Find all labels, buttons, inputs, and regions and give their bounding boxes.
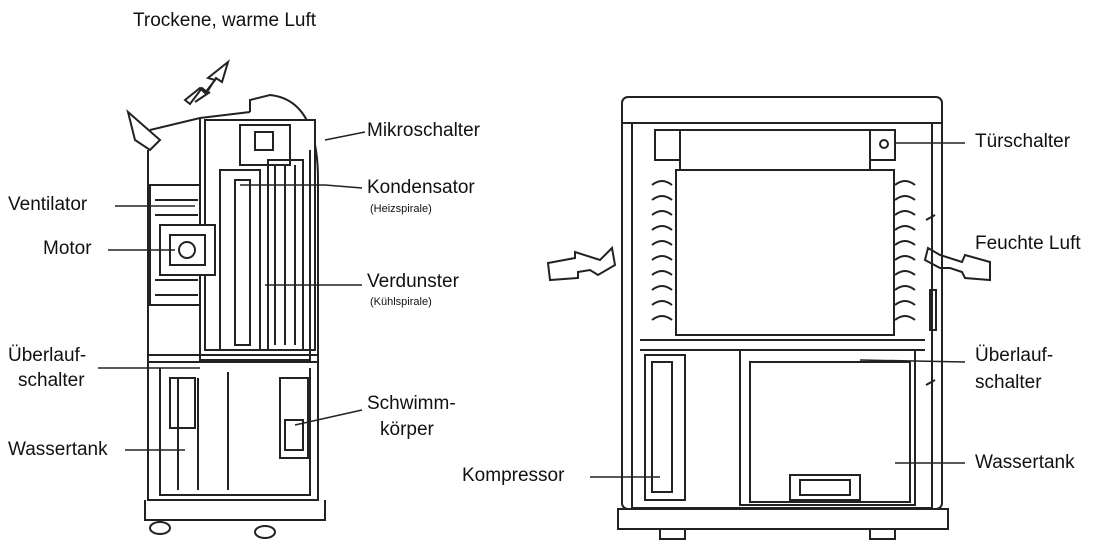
label-motor: Motor [43, 238, 92, 259]
label-tank-side: Wassertank [8, 439, 108, 460]
label-evaporator: Verdunster [367, 271, 459, 292]
label-compressor: Kompressor [462, 465, 565, 486]
label-micro-switch: Mikroschalter [367, 120, 480, 141]
label-condenser-sub: (Heizspirale) [370, 203, 432, 215]
label-float-1: Schwimm- [367, 393, 456, 414]
label-tank-front: Wassertank [975, 452, 1075, 473]
humid-air-arrow-left [546, 245, 617, 282]
label-overflow-switch-side-2: schalter [18, 370, 85, 391]
side-view-unit [126, 93, 326, 539]
humid-air-arrow-right [923, 246, 991, 282]
air-out-arrows [183, 59, 230, 106]
front-view-unit [617, 96, 949, 540]
label-air-out: Trockene, warme Luft [133, 10, 317, 31]
label-float-2: körper [380, 419, 434, 440]
label-door-switch: Türschalter [975, 131, 1071, 152]
label-condenser: Kondensator [367, 177, 475, 198]
label-overflow-switch-front-1: Überlauf- [975, 345, 1054, 366]
label-humid-air: Feuchte Luft [975, 233, 1081, 254]
label-overflow-switch-side-1: Überlauf- [8, 345, 87, 366]
label-overflow-switch-front-2: schalter [975, 372, 1042, 393]
label-evaporator-sub: (Kühlspirale) [370, 296, 432, 308]
label-fan: Ventilator [8, 194, 88, 215]
